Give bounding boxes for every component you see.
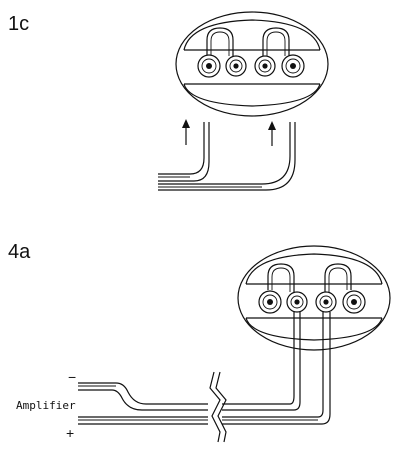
jumper-right-outer xyxy=(262,27,290,56)
amplifier-label: Amplifier xyxy=(16,399,76,412)
terminal-plate-bottom xyxy=(183,83,321,107)
terminal-2 xyxy=(286,291,308,313)
jumper-right-inner xyxy=(266,31,286,56)
panel-4a: 4a xyxy=(8,241,391,443)
jumper-right-outer xyxy=(324,263,352,292)
cable-left-top xyxy=(158,140,205,175)
terminal-cup-outer xyxy=(237,245,391,351)
panel-label-1c: 1c xyxy=(8,13,29,35)
jumper-right-inner xyxy=(328,267,348,292)
cable-negative-top xyxy=(78,312,295,405)
terminal-2 xyxy=(225,55,247,77)
jumper-left-inner xyxy=(210,31,230,56)
terminal-cup-outer xyxy=(175,11,329,117)
terminal-1 xyxy=(197,54,221,78)
cable-left-bottom xyxy=(158,140,210,182)
cable-positive-bottom xyxy=(78,312,331,425)
terminal-4 xyxy=(281,54,305,78)
cable-right-bottom xyxy=(158,140,296,191)
terminal-plate-top xyxy=(245,253,383,285)
panel-1c: 1c xyxy=(8,11,329,191)
jumper-left-outer xyxy=(267,263,295,292)
jumper-left-outer xyxy=(206,27,234,56)
terminal-3 xyxy=(315,291,337,313)
amplifier-minus-label: − xyxy=(68,369,76,385)
arrow-up-icon xyxy=(182,119,190,145)
terminal-4 xyxy=(342,290,366,314)
terminal-3 xyxy=(254,55,276,77)
cable-negative-bottom xyxy=(78,312,301,411)
arrow-up-icon xyxy=(268,121,276,146)
terminal-1 xyxy=(258,290,282,314)
terminal-plate-bottom xyxy=(245,317,383,341)
jumper-left-inner xyxy=(271,267,291,292)
cable-break-mark xyxy=(208,371,227,443)
amplifier-plus-label: + xyxy=(66,425,74,441)
cable-positive-top xyxy=(78,312,324,418)
cable-right-top xyxy=(158,140,291,185)
terminal-plate-top xyxy=(183,19,321,51)
panel-label-4a: 4a xyxy=(8,241,31,263)
